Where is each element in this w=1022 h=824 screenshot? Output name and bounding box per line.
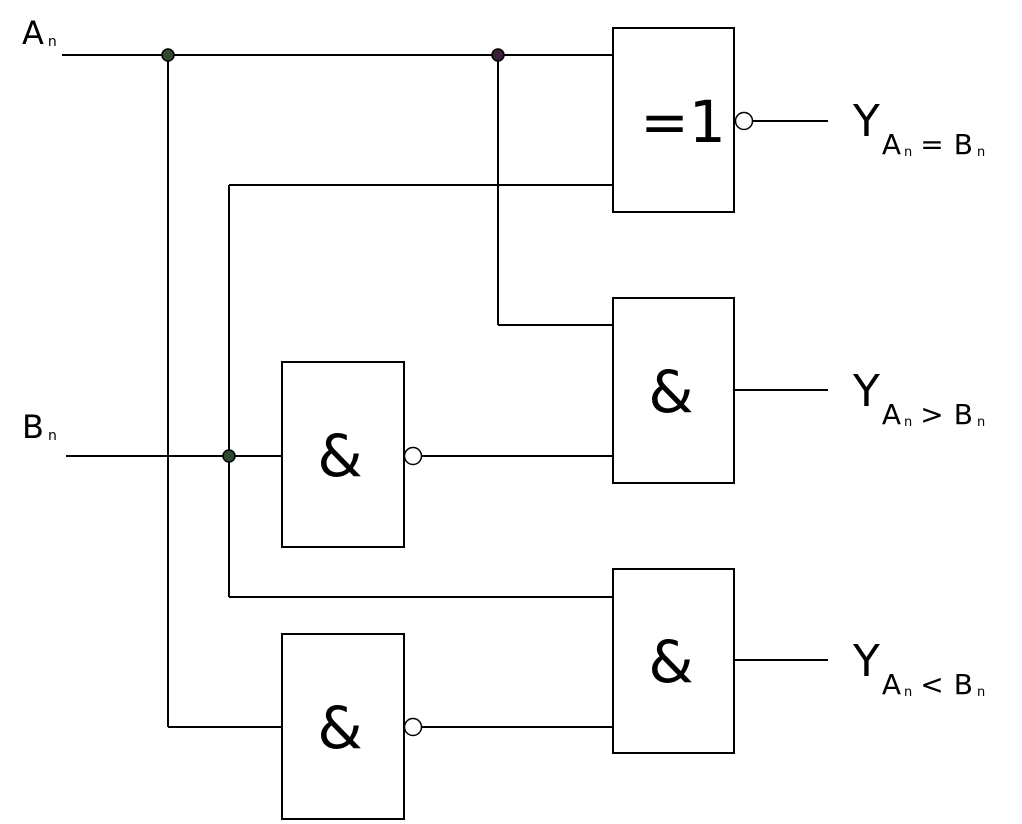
gate-nand-a: & [281, 633, 423, 820]
gate-and-gt: & [612, 297, 735, 484]
gate-and-gt-box [612, 297, 735, 484]
gate-nand-b-box [281, 361, 405, 548]
gate-and-lt: & [612, 568, 735, 754]
gate-xnor: =1 [612, 27, 754, 213]
junctions [161, 48, 505, 463]
gate-nand-a-symbol: & [317, 694, 362, 762]
gate-nand-b: & [281, 361, 423, 548]
inversion-bubble [403, 446, 423, 466]
gate-xnor-symbol: =1 [640, 88, 726, 156]
gate-and-lt-box [612, 568, 735, 754]
gate-nand-a-box [281, 633, 405, 820]
junction-dot [491, 48, 505, 62]
junction-dot [161, 48, 175, 62]
inversion-bubble [403, 717, 423, 737]
gate-nand-b-symbol: & [317, 422, 362, 490]
gate-and-gt-symbol: & [648, 358, 693, 426]
inversion-bubble [734, 111, 754, 131]
junction-dot [222, 449, 236, 463]
gate-xnor-box [612, 27, 735, 213]
gate-and-lt-symbol: & [648, 628, 693, 696]
wires [62, 54, 828, 728]
